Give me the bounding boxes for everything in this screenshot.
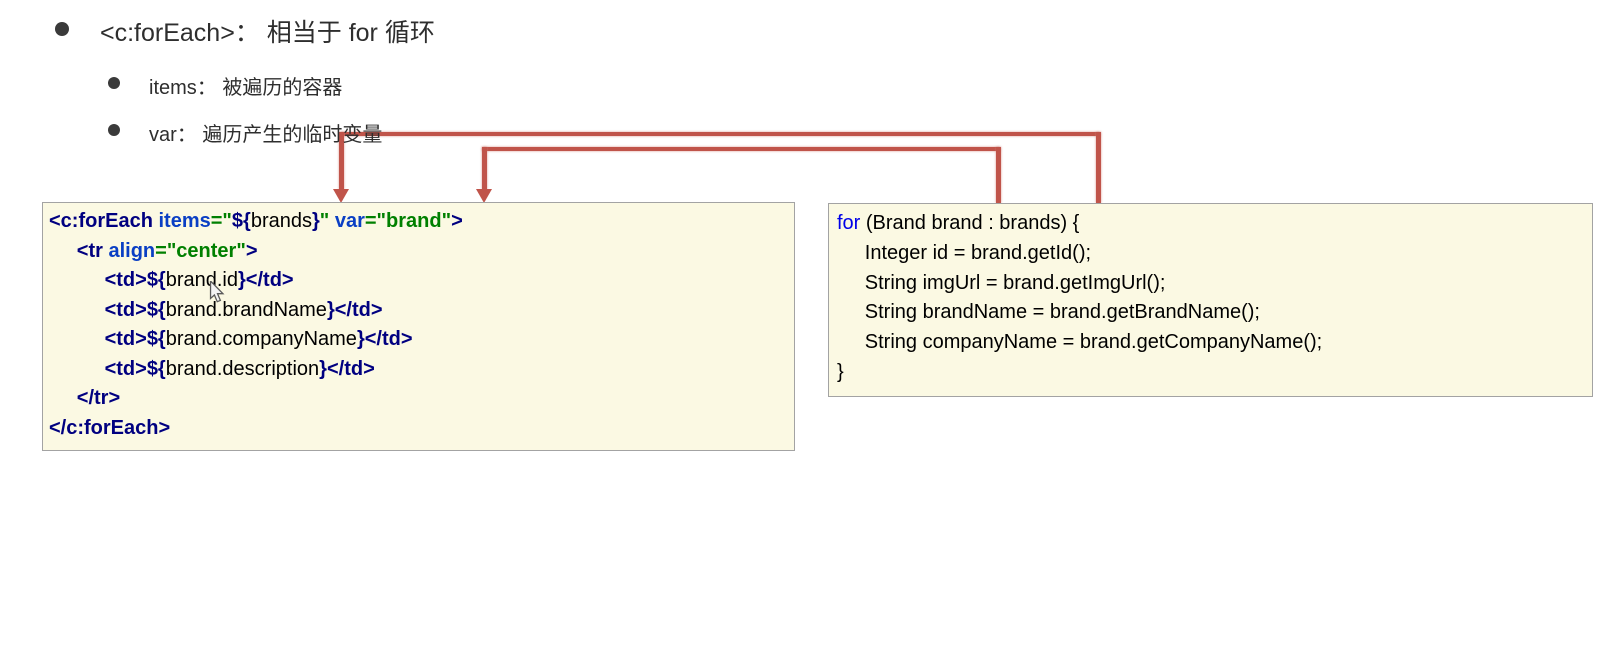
code-line: <tr align="center">: [49, 239, 258, 262]
code-line: String imgUrl = brand.getImgUrl();: [837, 271, 1166, 294]
arrow-outer-horizontal: [341, 132, 1100, 136]
code-line: }: [837, 360, 844, 383]
bullet-icon: [108, 77, 120, 89]
arrow-outer-right-vertical: [1096, 132, 1101, 203]
mouse-cursor-icon: [209, 279, 225, 308]
bullet-icon: [108, 124, 120, 136]
code-line: <td>${brand.description}</td>: [49, 357, 375, 380]
arrow-outer-left-vertical: [339, 132, 344, 190]
page-title: <c:forEach>： 相当于 for 循环: [100, 19, 435, 47]
arrow-inner-right-vertical: [996, 147, 1001, 203]
arrow-inner-left-vertical: [482, 147, 487, 190]
code-line: String brandName = brand.getBrandName();: [837, 301, 1260, 324]
code-line: <td>${brand.brandName}</td>: [49, 298, 383, 321]
code-line: Integer id = brand.getId();: [837, 241, 1092, 264]
code-line: </c:forEach>: [49, 416, 171, 439]
arrow-down-icon: [333, 189, 349, 203]
code-line: <td>${brand.id}</td>: [49, 269, 294, 291]
code-line: String companyName = brand.getCompanyNam…: [837, 331, 1323, 354]
code-line: for (Brand brand : brands) {: [837, 212, 1080, 234]
arrow-inner-horizontal: [482, 147, 1000, 151]
bullet-item-items: items： 被遍历的容器: [149, 77, 343, 99]
code-line: </tr>: [49, 387, 121, 409]
bullet-item-var: var： 遍历产生的临时变量: [149, 124, 383, 146]
code-line: <td>${brand.companyName}</td>: [49, 328, 413, 350]
bullet-icon: [55, 22, 69, 36]
jsp-code-box: <c:forEach items="${brands}" var="brand"…: [42, 202, 795, 451]
arrow-down-icon: [476, 189, 492, 203]
java-code-box: for (Brand brand : brands) { Integer id …: [828, 203, 1593, 397]
code-line: <c:forEach items="${brands}" var="brand"…: [49, 210, 463, 232]
